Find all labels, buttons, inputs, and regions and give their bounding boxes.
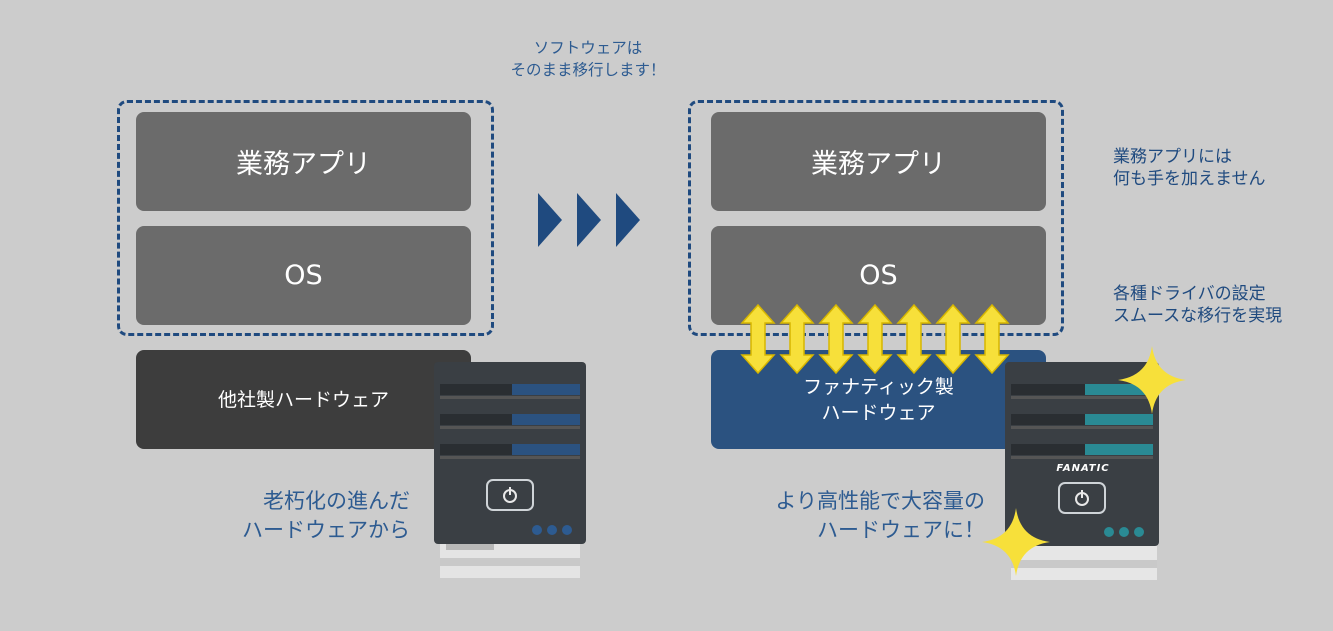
- fanatic-server-icon: [1005, 362, 1159, 580]
- new-hardware-caption-line1: より高性能で大容量の: [775, 489, 985, 513]
- os-label-right: OS: [859, 260, 898, 291]
- new-hardware-caption-line2: ハードウェアに！: [817, 518, 985, 542]
- new-hardware-caption: より高性能で大容量の ハードウェアに！: [700, 487, 985, 545]
- business-app-label-left: 業務アプリ: [236, 149, 371, 180]
- old-hardware-caption-line2: ハードウェアから: [242, 518, 410, 542]
- migration-arrows-icon: [538, 193, 640, 247]
- other-hardware-label: 他社製ハードウェア: [217, 388, 389, 411]
- side-note-driver: 各種ドライバの設定 スムースな移行を実現: [1113, 283, 1328, 327]
- side-note-app-line1: 業務アプリには: [1113, 147, 1232, 167]
- side-note-app: 業務アプリには 何も手を加えません: [1113, 146, 1328, 190]
- old-hardware-caption: 老朽化の進んだ ハードウェアから: [180, 487, 410, 545]
- other-hardware-block: 他社製ハードウェア: [136, 350, 471, 449]
- migration-note-line2: そのまま移行します！: [510, 61, 666, 79]
- sparkle-icon-top: [1118, 346, 1186, 414]
- side-note-driver-line2: スムースな移行を実現: [1113, 306, 1283, 326]
- os-layer-left: OS: [136, 226, 471, 325]
- business-app-label-right: 業務アプリ: [811, 149, 946, 180]
- old-server-icon: [434, 362, 586, 578]
- migration-note: ソフトウェアは そのまま移行します！: [478, 37, 698, 81]
- fanatic-hardware-label-line1: ファナティック製: [803, 375, 954, 398]
- side-note-driver-line1: 各種ドライバの設定: [1113, 284, 1266, 304]
- server-brand-logo: FANATIC: [1056, 463, 1110, 474]
- sparkle-icon-bottom: [982, 508, 1050, 576]
- migration-note-line1: ソフトウェアは: [533, 39, 643, 57]
- business-app-layer-right: 業務アプリ: [711, 112, 1046, 211]
- os-label-left: OS: [284, 260, 323, 291]
- driver-arrows-icon: [741, 304, 1009, 374]
- fanatic-hardware-label-line2: ハードウェア: [821, 401, 936, 424]
- side-note-app-line2: 何も手を加えません: [1113, 169, 1266, 189]
- business-app-layer-left: 業務アプリ: [136, 112, 471, 211]
- software-group-left: [117, 100, 494, 336]
- old-hardware-caption-line1: 老朽化の進んだ: [263, 489, 410, 513]
